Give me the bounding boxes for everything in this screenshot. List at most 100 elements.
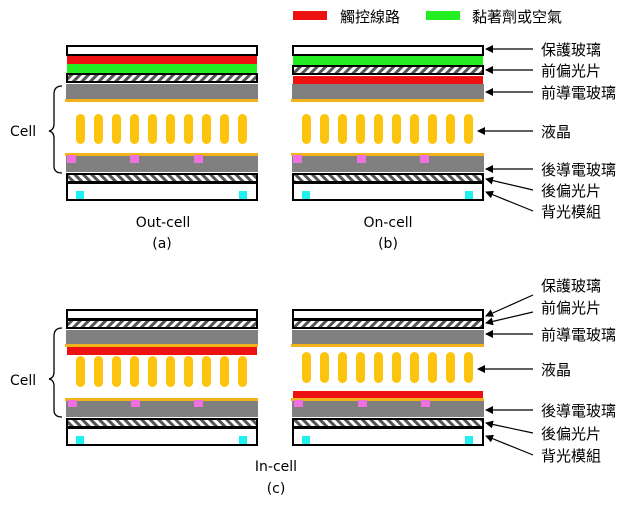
backlight-led xyxy=(239,436,247,444)
liquid-crystal-molecule xyxy=(148,356,157,387)
label-front-polarizer: 前偏光片 xyxy=(541,62,601,80)
liquid-crystal-molecule xyxy=(320,114,329,144)
label-rear-polarizer: 後偏光片 xyxy=(541,425,601,443)
label-backlight-module: 背光模組 xyxy=(541,203,601,221)
cell-brace xyxy=(48,85,63,174)
label-arrow xyxy=(485,190,534,212)
front-conductive-glass-layer xyxy=(292,330,484,345)
tft-pad xyxy=(194,400,203,407)
liquid-crystal-molecule xyxy=(166,356,175,387)
backlight-led xyxy=(76,436,84,444)
liquid-crystal-molecule xyxy=(446,352,455,383)
liquid-crystal-molecule xyxy=(428,114,437,144)
tft-pads xyxy=(294,400,430,407)
tft-pads xyxy=(68,400,203,407)
panel-name-in-cell: In-cell xyxy=(255,459,297,475)
tft-pad xyxy=(358,400,367,407)
liquid-crystal-molecule xyxy=(112,356,121,387)
touch-circuit-layer xyxy=(293,391,483,399)
label-rear-conductive-glass: 後導電玻璃 xyxy=(541,161,616,179)
label-liquid-crystal: 液晶 xyxy=(541,361,571,379)
liquid-crystal-molecule xyxy=(392,352,401,383)
liquid-crystal-molecule xyxy=(428,352,437,383)
rear-polarizer-layer xyxy=(66,173,258,183)
backlight-led xyxy=(239,191,247,199)
tft-pad xyxy=(68,400,77,407)
backlight-led xyxy=(302,191,310,199)
liquid-crystal-molecule xyxy=(238,114,247,144)
adhesive-layer xyxy=(67,64,257,73)
liquid-crystal-molecule xyxy=(392,114,401,144)
adhesive-layer xyxy=(293,56,483,65)
liquid-crystal-molecule xyxy=(148,114,157,144)
liquid-crystal-molecule xyxy=(338,114,347,144)
rear-conductive-glass-layer xyxy=(292,156,484,172)
label-protective-glass: 保護玻璃 xyxy=(541,277,601,295)
tft-pad xyxy=(131,400,140,407)
panel-in-cell-variant-1: Cell xyxy=(10,309,258,446)
rear-electrode-line xyxy=(65,398,258,401)
protective-glass-layer xyxy=(66,45,258,56)
legend: 觸控線路 黏著劑或空氣 xyxy=(293,8,562,26)
label-arrow xyxy=(485,420,534,434)
rear-polarizer-layer xyxy=(292,173,484,183)
label-arrow xyxy=(485,311,534,326)
rear-electrode-line xyxy=(65,153,258,156)
panel-out-cell: Cell Out-cell (a) xyxy=(10,45,258,252)
panel-caption-in-cell: (c) xyxy=(267,481,286,497)
label-protective-glass: 保護玻璃 xyxy=(541,41,601,59)
backlight-led xyxy=(465,436,473,444)
front-polarizer-layer xyxy=(66,319,258,329)
tft-pad xyxy=(293,155,302,163)
backlight-led xyxy=(465,191,473,199)
label-arrow xyxy=(485,176,534,191)
rear-conductive-glass-layer xyxy=(66,401,258,417)
liquid-crystal-molecule xyxy=(220,356,229,387)
liquid-crystal-molecule xyxy=(446,114,455,144)
front-conductive-glass-layer xyxy=(66,330,258,345)
label-rear-polarizer: 後偏光片 xyxy=(541,182,601,200)
backlight-module-layer xyxy=(292,182,484,201)
front-electrode-line xyxy=(65,99,258,102)
liquid-crystal-molecule xyxy=(320,352,329,383)
liquid-crystal-molecule xyxy=(356,114,365,144)
layer-labels-bottom: 保護玻璃 前偏光片 前導電玻璃 液晶 後導電玻璃 後偏光片 背光模組 xyxy=(477,277,616,465)
backlight-module-layer xyxy=(66,182,258,201)
tft-pads xyxy=(293,155,429,163)
liquid-crystal-molecule xyxy=(238,356,247,387)
liquid-crystal-molecule xyxy=(112,114,121,144)
front-polarizer-layer xyxy=(292,65,484,75)
layer-labels-top: 保護玻璃 前偏光片 前導電玻璃 液晶 後導電玻璃 後偏光片 背光模組 xyxy=(477,41,616,221)
front-conductive-glass-layer xyxy=(66,84,258,99)
cell-label: Cell xyxy=(10,124,36,140)
tft-pad xyxy=(294,400,303,407)
legend-label-touch-circuit: 觸控線路 xyxy=(340,8,400,26)
front-electrode-line xyxy=(291,99,484,102)
liquid-crystal-molecule xyxy=(184,356,193,387)
touch-circuit-layer xyxy=(67,347,257,355)
panel-caption: (a) xyxy=(152,236,172,252)
liquid-crystal-molecule xyxy=(220,114,229,144)
front-conductive-glass-layer xyxy=(292,84,484,99)
backlight-led xyxy=(302,436,310,444)
liquid-crystal-molecule xyxy=(410,114,419,144)
backlight-module-layer xyxy=(292,427,484,446)
label-arrow xyxy=(485,434,534,456)
protective-glass-layer xyxy=(292,45,484,56)
liquid-crystal-molecule xyxy=(202,356,211,387)
label-backlight-module: 背光模組 xyxy=(541,447,601,465)
tft-pad xyxy=(194,155,203,163)
liquid-crystal-molecules xyxy=(76,114,247,144)
backlight-module-layer xyxy=(66,427,258,446)
rear-polarizer-layer xyxy=(66,418,258,428)
liquid-crystal-molecule xyxy=(166,114,175,144)
liquid-crystal-molecule xyxy=(356,352,365,383)
touch-circuit-layer xyxy=(293,76,483,84)
liquid-crystal-molecules xyxy=(302,114,473,144)
touch-circuit-layer xyxy=(67,56,257,64)
liquid-crystal-molecule xyxy=(338,352,347,383)
liquid-crystal-molecule xyxy=(374,114,383,144)
protective-glass-layer xyxy=(66,309,258,320)
liquid-crystal-molecule xyxy=(374,352,383,383)
liquid-crystal-molecule xyxy=(410,352,419,383)
